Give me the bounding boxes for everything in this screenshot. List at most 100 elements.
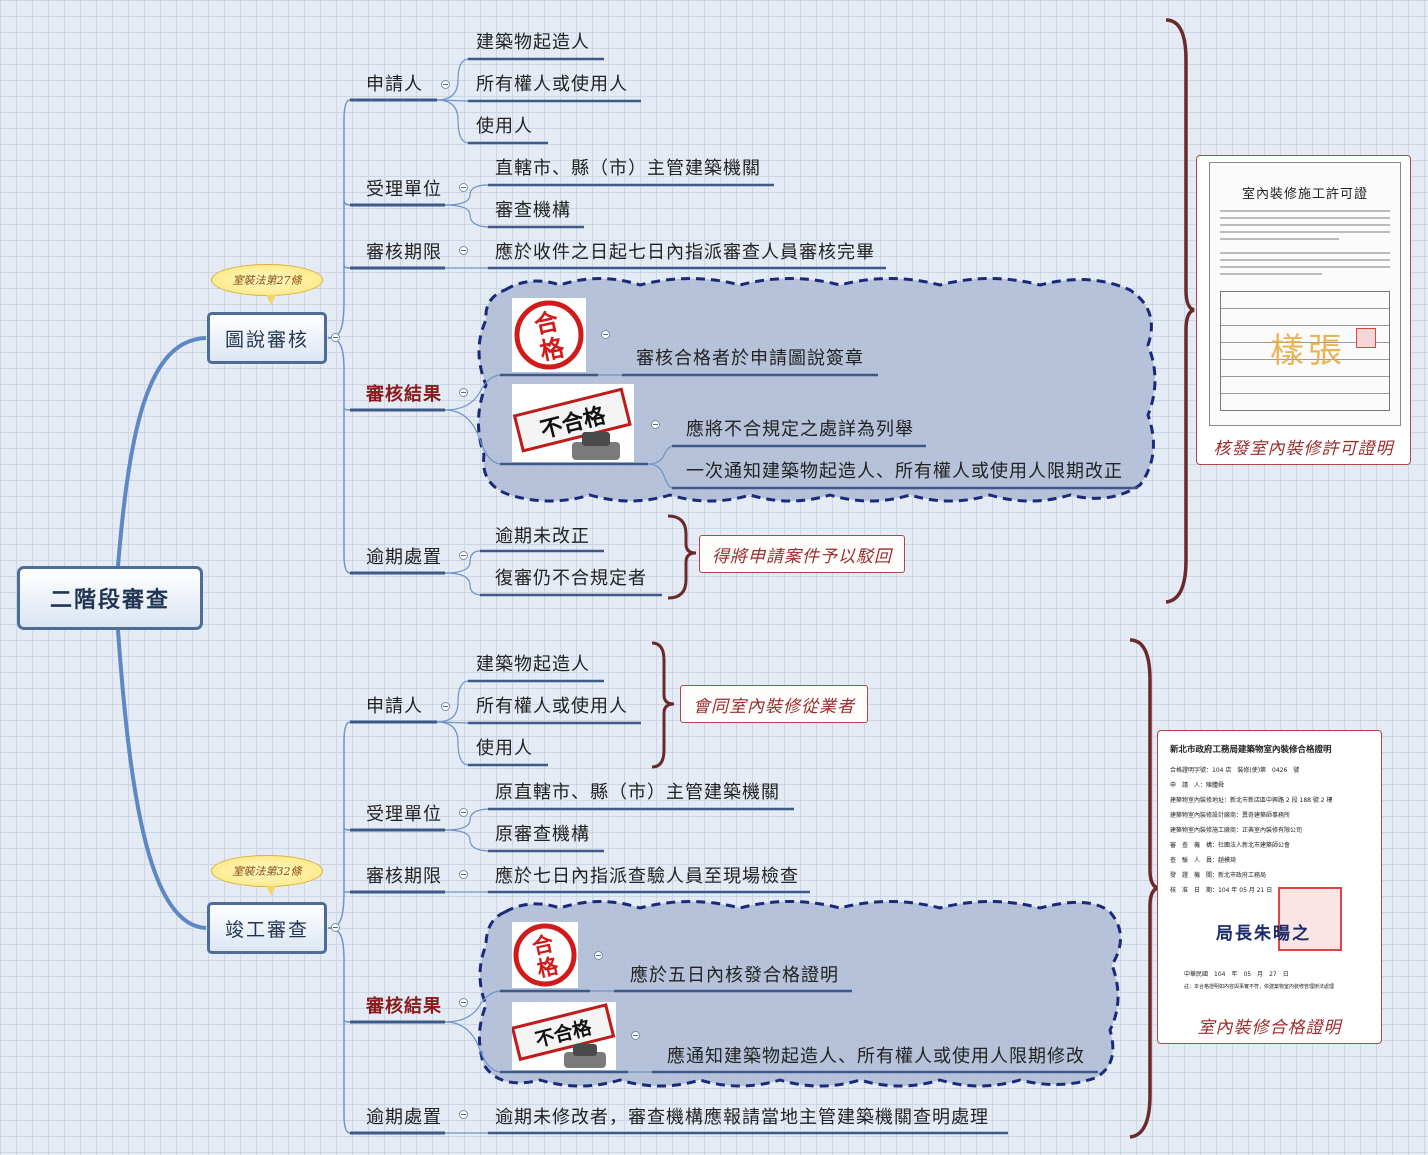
overdue-callout-1[interactable]: 得將申請案件予以駁回 (699, 535, 905, 573)
applicant-1-child-3[interactable]: 使用人 (476, 116, 533, 137)
certificate-date: 中華民國 104 年 05 月 27 日 (1184, 971, 1289, 978)
agency-2-child-1[interactable]: 原直轄市、縣（市）主管建築機關 (495, 782, 780, 803)
branch-node-completion-review[interactable]: 竣工審查 (207, 902, 327, 954)
result-1-pass-item[interactable]: 審核合格者於申請圖說簽章 (636, 348, 864, 369)
result-cloud-2 (478, 900, 1122, 1088)
law-note-bubble-1: 室裝法第27條 (211, 264, 323, 305)
seal-icon (1356, 328, 1376, 348)
node-agency-2[interactable]: 受理單位 (366, 804, 442, 825)
law-note-1: 室裝法第27條 (232, 274, 302, 287)
overdue-callout-text: 得將申請案件予以駁回 (712, 546, 892, 567)
agency-1-child-1[interactable]: 直轄市、縣（市）主管建築機關 (495, 158, 761, 179)
fail-stamp-icon: 不合格 (512, 1002, 616, 1070)
certificate-document-image: 新北市政府工務局建築物室內裝修合格證明 合格證明字號：104 店 裝修(使)第 … (1166, 737, 1374, 1007)
node-applicant-2[interactable]: 申請人 (366, 696, 423, 717)
collapse-toggle-icon[interactable] (441, 702, 450, 711)
applicant-callout-2[interactable]: 會同室內裝修從業者 (680, 685, 868, 723)
collapse-toggle-icon[interactable] (459, 388, 468, 397)
result-1-fail-item-1[interactable]: 應將不合規定之處詳為列舉 (686, 419, 914, 440)
result-cloud-1 (476, 277, 1157, 503)
certificate-line: 審 查 機 構：社團法人新北市建築師公會 (1170, 842, 1291, 849)
result-1-fail-item-2[interactable]: 一次通知建築物起造人、所有權人或使用人限期改正 (686, 461, 1123, 482)
law-note-bubble-2: 室裝法第32條 (211, 855, 323, 896)
applicant-bracket-2 (651, 641, 675, 769)
agency-1-child-2[interactable]: 審查機構 (495, 200, 571, 221)
pass-stamp-text-bottom: 格 (535, 954, 562, 982)
permit-caption: 核發室內裝修許可證明 (1213, 439, 1394, 459)
overdue-bracket-1 (667, 514, 697, 600)
certificate-caption: 室內裝修合格證明 (1197, 1018, 1342, 1038)
applicant-1-child-2[interactable]: 所有權人或使用人 (476, 74, 628, 95)
result-2-fail-item-1[interactable]: 應通知建築物起造人、所有權人或使用人限期修改 (667, 1046, 1085, 1067)
branch-node-drawing-review[interactable]: 圖說審核 (207, 312, 327, 364)
overdue-1-child-1[interactable]: 逾期未改正 (495, 526, 590, 547)
overdue-1-child-2[interactable]: 復審仍不合規定者 (495, 568, 647, 589)
permit-body-text (1220, 210, 1390, 275)
collapse-toggle-icon[interactable] (459, 870, 468, 879)
fail-stamp-icon: 不合格 (512, 384, 634, 462)
result-2-pass-item[interactable]: 應於五日內核發合格證明 (630, 965, 839, 986)
completion-certificate-card[interactable]: 新北市政府工務局建築物室內裝修合格證明 合格證明字號：104 店 裝修(使)第 … (1157, 730, 1382, 1044)
applicant-2-child-2[interactable]: 所有權人或使用人 (476, 696, 628, 717)
collapse-toggle-icon[interactable] (459, 1110, 468, 1119)
doc-brace-2 (1129, 638, 1159, 1139)
applicant-1-child-1[interactable]: 建築物起造人 (476, 32, 590, 53)
certificate-lines: 合格證明字號：104 店 裝修(使)第 0426 號 申 請 人：陳體舜 建築物… (1170, 763, 1370, 898)
permit-document-image: 室內裝修施工許可證 樣張 (1209, 162, 1401, 426)
collapse-toggle-icon[interactable] (459, 998, 468, 1007)
node-deadline-1[interactable]: 審核期限 (366, 242, 442, 263)
permit-watermark: 樣張 (1270, 331, 1346, 371)
collapse-toggle-icon[interactable] (331, 923, 340, 932)
collapse-toggle-icon[interactable] (631, 1031, 640, 1040)
node-deadline-2[interactable]: 審核期限 (366, 866, 442, 887)
certificate-line: 發 證 機 關：新北市政府工務局 (1170, 872, 1267, 879)
pass-stamp-text-bottom: 格 (537, 333, 567, 366)
node-overdue-2[interactable]: 逾期處置 (366, 1107, 442, 1128)
certificate-line: 建築物室內裝修施工廠商：正典室內裝修有限公司 (1170, 827, 1303, 834)
branch-label-2: 竣工審查 (224, 918, 309, 941)
node-overdue-1[interactable]: 逾期處置 (366, 547, 442, 568)
node-applicant-1[interactable]: 申請人 (366, 74, 423, 95)
official-seal-icon (1278, 887, 1342, 951)
collapse-toggle-icon[interactable] (601, 330, 610, 339)
certificate-line: 查 驗 人 員：趙模琦 (1170, 857, 1237, 864)
applicant-2-child-3[interactable]: 使用人 (476, 738, 533, 759)
deadline-1-child-1[interactable]: 應於收件之日起七日內指派審查人員審核完畢 (495, 242, 875, 263)
deadline-2-child-1[interactable]: 應於七日內指派查驗人員至現場檢查 (495, 866, 799, 887)
certificate-line: 合格證明字號：104 店 裝修(使)第 0426 號 (1170, 767, 1300, 774)
applicant-2-child-1[interactable]: 建築物起造人 (476, 654, 590, 675)
collapse-toggle-icon[interactable] (651, 420, 660, 429)
collapse-toggle-icon[interactable] (459, 808, 468, 817)
collapse-toggle-icon[interactable] (459, 551, 468, 560)
branch-connector-2 (116, 629, 207, 930)
collapse-toggle-icon[interactable] (441, 80, 450, 89)
overdue-2-child-1[interactable]: 逾期未修改者，審查機構應報請當地主管建築機關查明處理 (495, 1107, 989, 1128)
certificate-line: 建築物室內裝修設計廠商：異奇建築師事務所 (1170, 812, 1291, 819)
root-label: 二階段審查 (49, 588, 170, 613)
pass-stamp-icon: 合 格 (512, 922, 578, 988)
collapse-toggle-icon[interactable] (594, 951, 603, 960)
root-node[interactable]: 二階段審查 (17, 566, 203, 630)
certificate-signature: 局長朱暘之 (1216, 924, 1311, 944)
certificate-line: 申 請 人：陳體舜 (1170, 782, 1225, 789)
law-note-2: 室裝法第32條 (232, 865, 302, 878)
certificate-title: 新北市政府工務局建築物室內裝修合格證明 (1170, 745, 1332, 755)
node-result-2[interactable]: 審核結果 (366, 996, 442, 1017)
doc-brace-1 (1165, 18, 1195, 604)
collapse-toggle-icon[interactable] (459, 183, 468, 192)
collapse-toggle-icon[interactable] (459, 246, 468, 255)
node-result-1[interactable]: 審核結果 (366, 384, 442, 405)
branch-label-1: 圖說審核 (224, 328, 309, 351)
permit-document-card[interactable]: 室內裝修施工許可證 樣張 核發室內裝修許可證明 (1196, 155, 1411, 465)
permit-title: 室內裝修施工許可證 (1241, 187, 1368, 202)
agency-2-child-2[interactable]: 原審查機構 (495, 824, 590, 845)
branch-connector-1 (116, 336, 207, 567)
permit-table (1220, 291, 1390, 411)
node-agency-1[interactable]: 受理單位 (366, 179, 442, 200)
certificate-line: 核 准 日 期：104 年 05 月 21 日 (1170, 887, 1273, 894)
pass-stamp-icon: 合 格 (512, 298, 586, 372)
collapse-toggle-icon[interactable] (331, 333, 340, 342)
certificate-line: 建築物室內裝修地址：新北市新店區中興路 2 段 188 號 2 樓 (1170, 797, 1333, 804)
applicant-callout-text: 會同室內裝修從業者 (693, 696, 855, 717)
